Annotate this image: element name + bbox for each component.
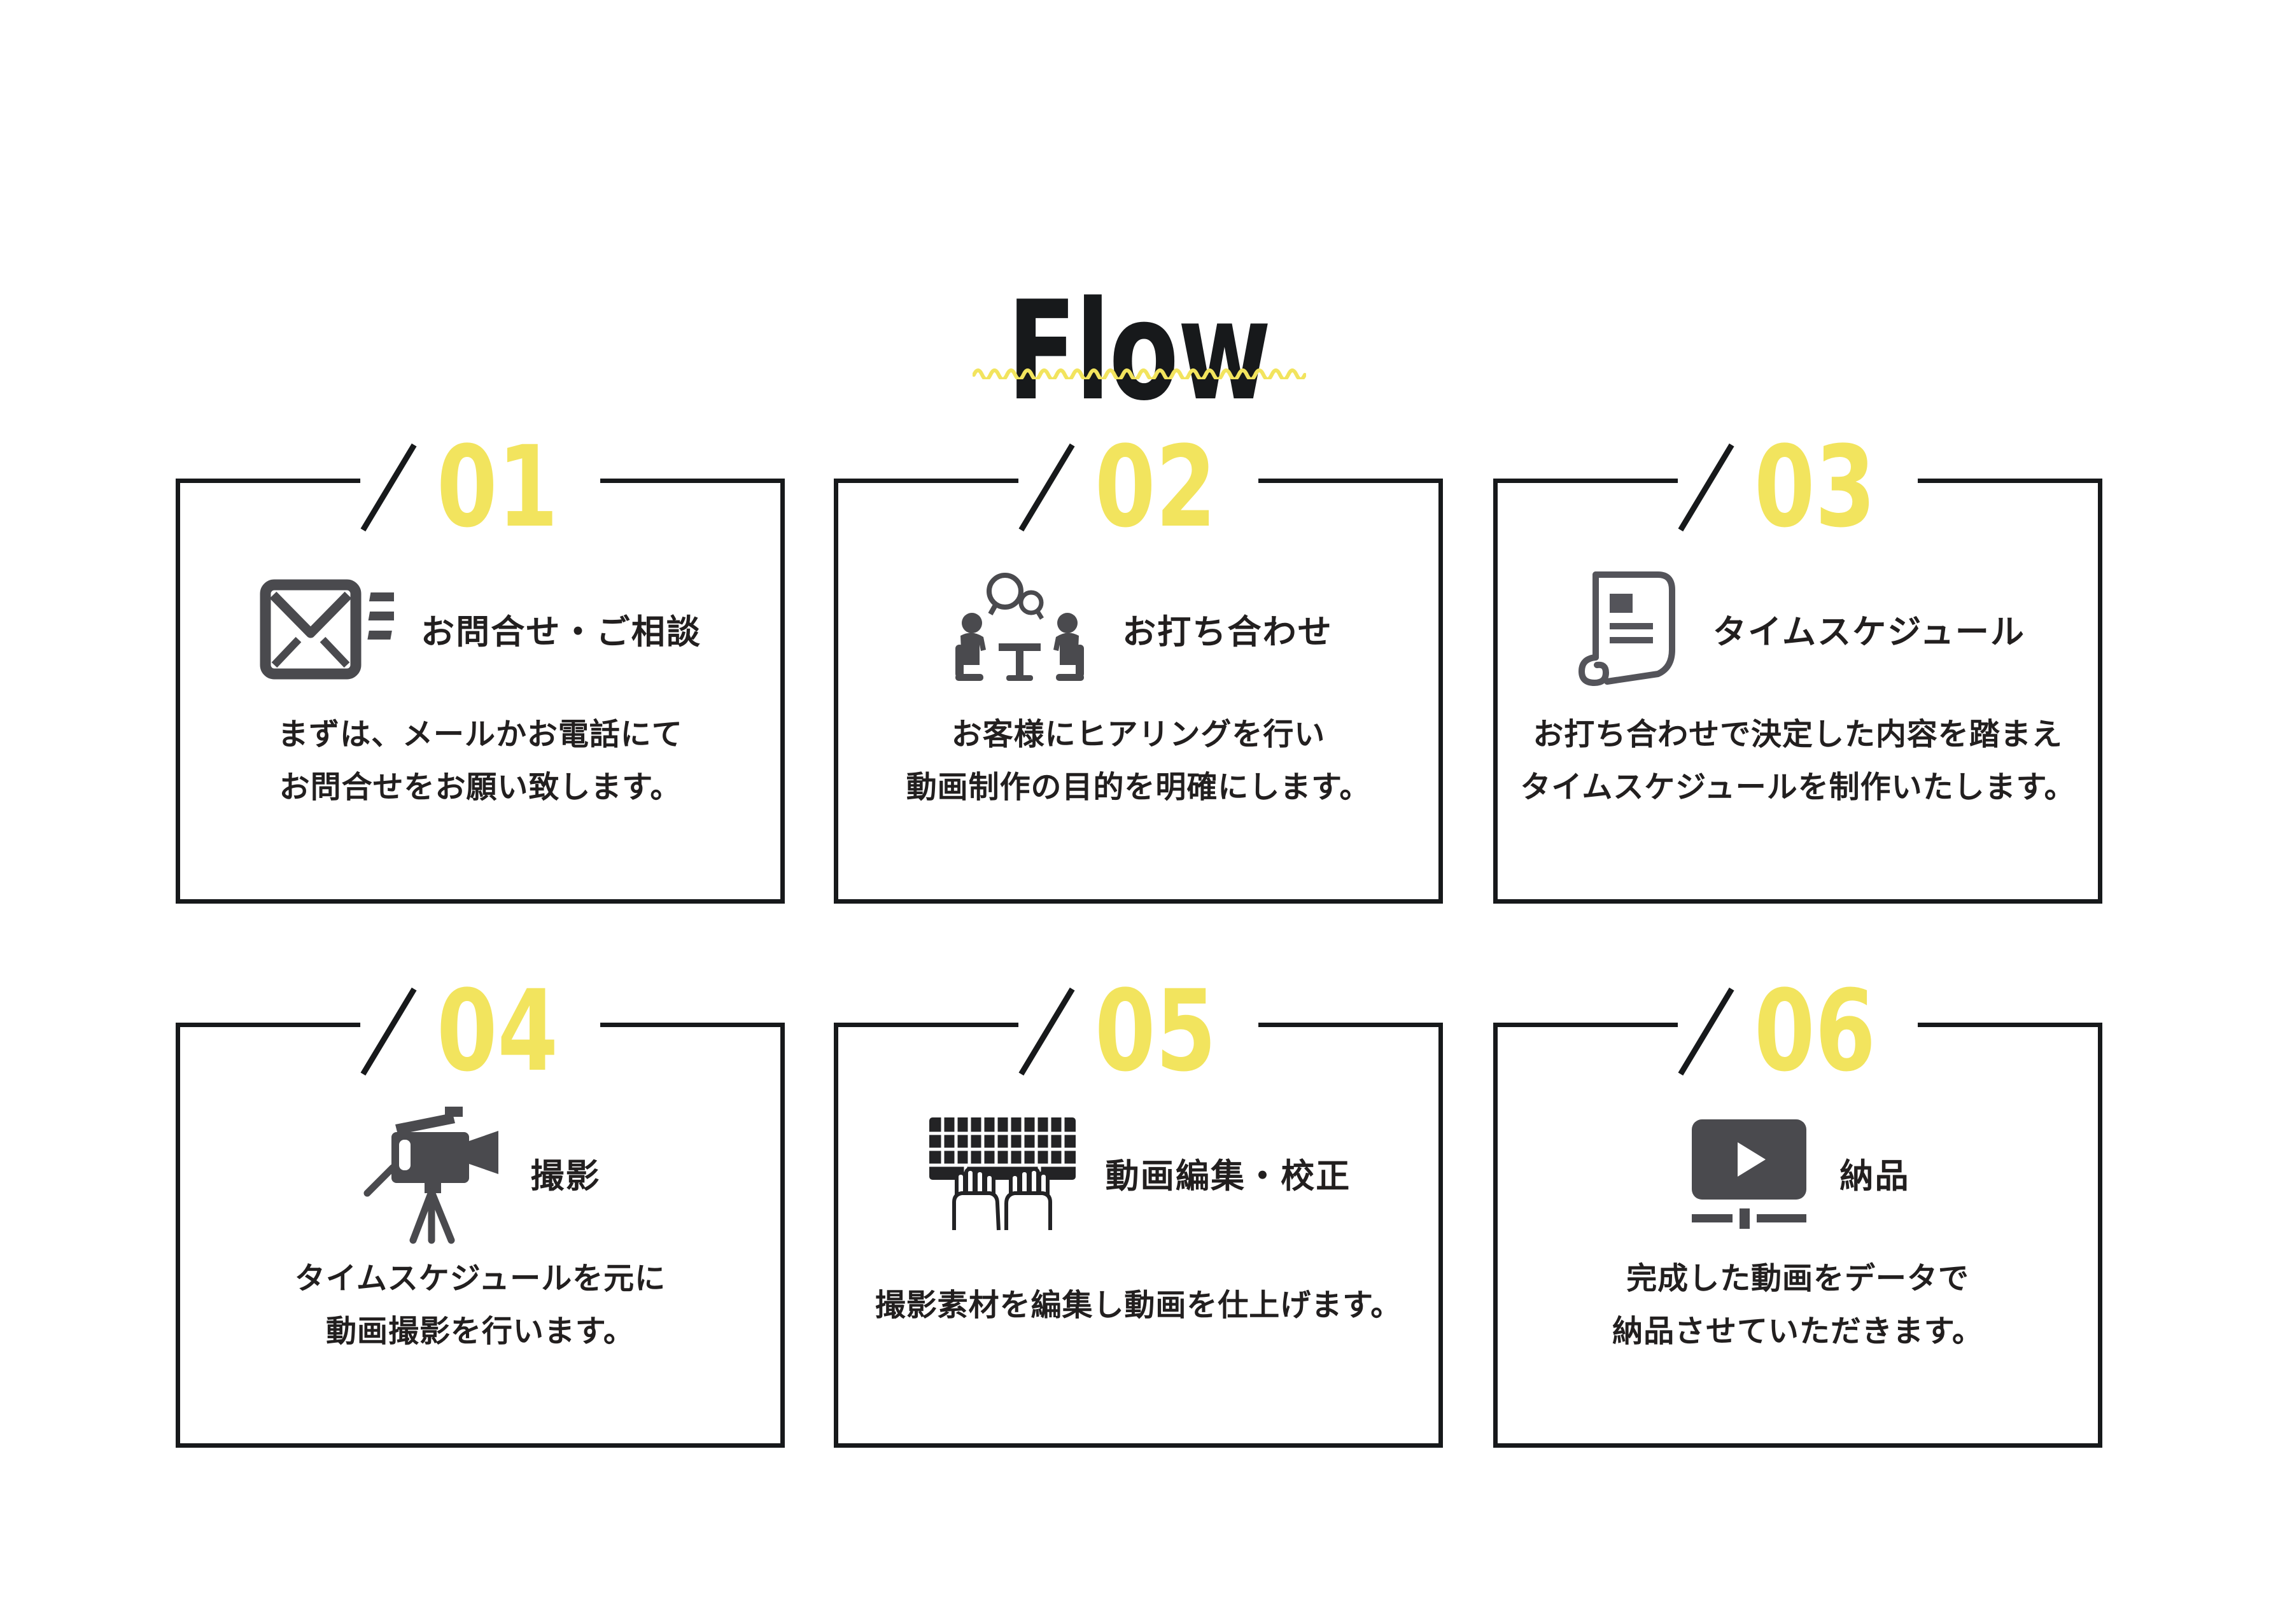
step-number-wrap: 02 bbox=[1018, 427, 1259, 548]
step-description: タイムスケジュールを元に 動画撮影を行います。 bbox=[294, 1261, 666, 1349]
meeting-icon bbox=[955, 573, 1085, 681]
step-description: 完成した動画をデータで 納品させていただきます。 bbox=[1612, 1261, 1983, 1349]
step-number-wrap: 03 bbox=[1677, 422, 1918, 552]
step-number-wrap: 01 bbox=[360, 427, 601, 548]
step-card-03: 03 タイムスケジュール お打ち合わせで決定した内容を踏まえ タイムスケジュール… bbox=[1493, 427, 2102, 904]
step-card-05: 05 動画編集・校正 撮影素材を編集 bbox=[834, 971, 1443, 1448]
step-number: 05 bbox=[1094, 966, 1216, 1096]
step-title: 撮影 bbox=[530, 1157, 601, 1196]
step-number: 01 bbox=[436, 422, 558, 552]
step-number-wrap: 05 bbox=[1018, 971, 1259, 1092]
step-title: 納品 bbox=[1839, 1157, 1910, 1196]
step-title: 動画編集・校正 bbox=[1105, 1157, 1351, 1196]
step-description: お客様にヒアリングを行い 動画制作の目的を明確にします。 bbox=[906, 717, 1371, 805]
slash-icon bbox=[1678, 987, 1734, 1076]
schedule-icon bbox=[1578, 571, 1675, 686]
step-description: 撮影素材を編集し動画を仕上げます。 bbox=[875, 1287, 1402, 1323]
wavy-underline bbox=[973, 368, 1306, 379]
step-description: まずは、メールかお電話にて お問合せをお願い致します。 bbox=[278, 717, 683, 805]
delivery-icon bbox=[1692, 1119, 1807, 1229]
step-card-04: 04 撮影 タイムスケジュールを元に 動画撮影を行います。 bbox=[176, 971, 785, 1448]
slash-icon bbox=[1018, 443, 1075, 532]
step-title: タイムスケジュール bbox=[1712, 613, 2026, 652]
step-number: 04 bbox=[436, 966, 558, 1096]
slash-icon bbox=[1018, 987, 1075, 1076]
slash-icon bbox=[1678, 443, 1734, 532]
step-number-wrap: 04 bbox=[360, 971, 601, 1092]
step-number: 03 bbox=[1754, 422, 1876, 552]
mail-icon bbox=[260, 579, 395, 680]
step-title: お問合せ・ご相談 bbox=[421, 613, 701, 652]
camera-icon bbox=[363, 1107, 499, 1244]
step-title: お打ち合わせ bbox=[1122, 613, 1333, 652]
step-number: 02 bbox=[1094, 422, 1216, 552]
slash-icon bbox=[360, 987, 417, 1076]
step-description: お打ち合わせで決定した内容を踏まえ タイムスケジュールを制作いたします。 bbox=[1520, 717, 2076, 805]
step-card-06: 06 納品 完成した動画をデータで 納品させていただきます。 bbox=[1493, 971, 2102, 1448]
step-number: 06 bbox=[1754, 966, 1876, 1096]
page-title: Flow bbox=[1007, 271, 1272, 431]
slash-icon bbox=[360, 443, 417, 532]
step-card-02: 02 お打 bbox=[834, 427, 1443, 904]
keyboard-icon bbox=[929, 1117, 1076, 1231]
step-card-01: 01 お問合せ・ご相談 まずは、メールかお電話にて お問合せをお願い致します。 bbox=[176, 427, 785, 904]
step-number-wrap: 06 bbox=[1677, 966, 1918, 1096]
